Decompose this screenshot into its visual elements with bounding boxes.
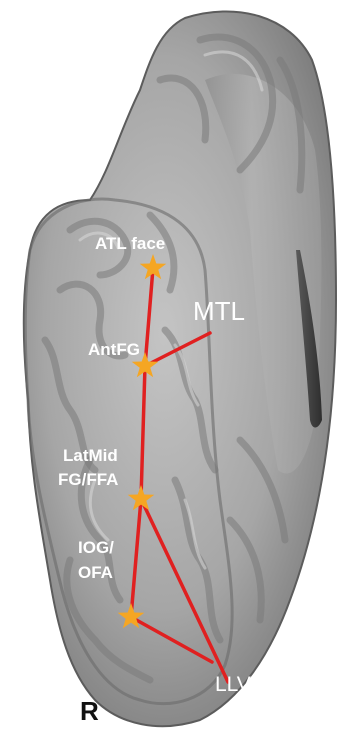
brain-surface <box>24 11 336 726</box>
label-antfg: AntFG <box>88 340 140 359</box>
label-atl-face: ATL face <box>95 234 165 253</box>
label-llvc: LLVC <box>215 673 266 696</box>
hemisphere-label: R <box>80 696 99 726</box>
label-iog-line2: OFA <box>78 563 113 582</box>
label-mtl: MTL <box>193 296 245 326</box>
label-iog-line1: IOG/ <box>78 538 114 557</box>
label-latmid-line2: FG/FFA <box>58 470 118 489</box>
label-latmid-line1: LatMid <box>63 446 118 465</box>
